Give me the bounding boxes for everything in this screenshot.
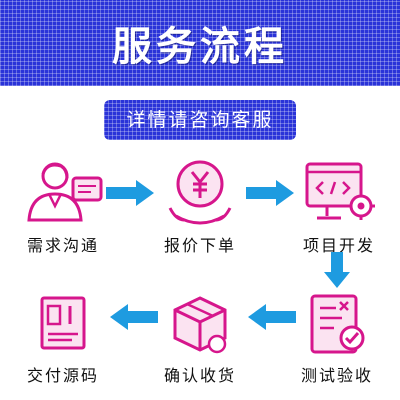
arrow-down-icon bbox=[324, 252, 350, 288]
arrow-left-icon bbox=[248, 304, 296, 330]
step-label: 需求沟通 bbox=[26, 236, 99, 255]
arrow-right-icon bbox=[246, 180, 294, 206]
step-label: 报价下单 bbox=[163, 236, 236, 255]
step-deliver-source-code: 交付源码 bbox=[8, 292, 118, 386]
consult-customer-service-button[interactable]: 详情请咨询客服 bbox=[104, 100, 296, 140]
package-box-icon bbox=[173, 296, 227, 354]
step-label: 项目开发 bbox=[302, 236, 375, 255]
step-project-development: 项目开发 bbox=[284, 158, 394, 256]
yuan-price-icon bbox=[168, 160, 232, 225]
page-title: 服务流程 bbox=[112, 23, 288, 70]
step-testing-acceptance: 测试验收 bbox=[282, 292, 392, 386]
consultant-person-icon bbox=[27, 162, 103, 222]
step-label: 交付源码 bbox=[26, 366, 99, 385]
step-requirement-communication: 需求沟通 bbox=[8, 158, 118, 256]
step-confirm-receipt: 确认收货 bbox=[145, 292, 255, 386]
header-banner: 服务流程 bbox=[0, 0, 400, 86]
code-gear-icon bbox=[305, 162, 375, 220]
step-label: 确认收货 bbox=[163, 366, 236, 385]
checklist-tools-icon bbox=[310, 294, 365, 354]
step-label: 测试验收 bbox=[300, 366, 373, 385]
step-quote-order: 报价下单 bbox=[145, 158, 255, 256]
arrow-right-icon bbox=[106, 180, 154, 206]
file-01-icon bbox=[40, 296, 86, 350]
arrow-left-icon bbox=[110, 304, 158, 330]
